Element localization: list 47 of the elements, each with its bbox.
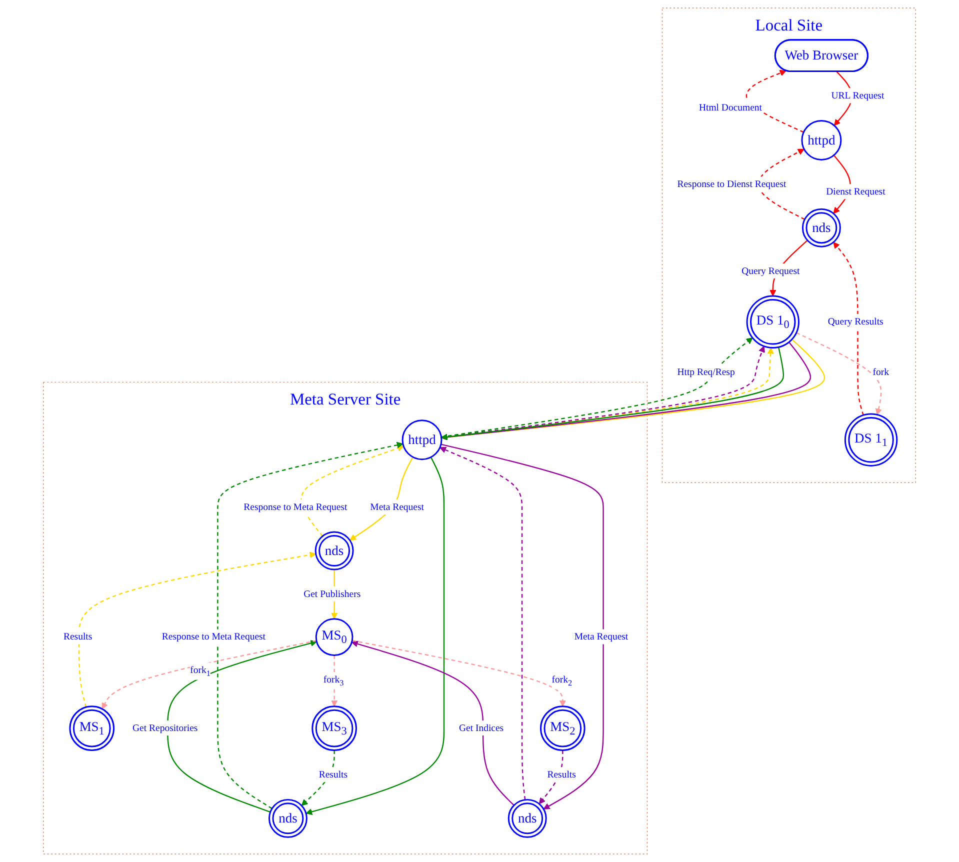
arrow <box>217 442 404 810</box>
arrow <box>167 640 318 813</box>
edge-label: fork <box>872 366 889 378</box>
edge-label: Response to Meta Request <box>162 630 266 642</box>
edge-label: Query Request <box>742 264 800 276</box>
edge-label: Http Req/Resp <box>677 366 735 378</box>
node-circle: MS$_{1}$ <box>69 706 115 751</box>
arrow <box>746 70 804 133</box>
edge-label: Get Indices <box>458 722 504 734</box>
arrow <box>300 445 404 537</box>
edge-label: Get Publishers <box>304 588 361 600</box>
edge-label: Dienst Request <box>826 186 886 197</box>
arrow <box>440 444 604 810</box>
node-circle: DS 1$_{1}$ <box>844 413 898 466</box>
edge-label: fork$_{3}$ <box>323 674 344 688</box>
edge-label: Results <box>63 630 92 642</box>
edge-label: Results <box>318 768 348 780</box>
edge-label: Results <box>547 768 576 780</box>
arrow <box>833 242 864 416</box>
arrow <box>352 640 566 707</box>
arrow <box>102 640 317 710</box>
node-circle: httpd <box>402 420 442 460</box>
arrow <box>796 332 882 416</box>
arrow <box>351 640 514 806</box>
arrow <box>440 446 526 800</box>
node-circle: nds <box>802 208 841 248</box>
node-circle: httpd <box>801 120 842 160</box>
edge-label: fork$_{1}$ <box>190 664 210 678</box>
node-circle: nds <box>508 798 547 838</box>
edge-label: Query Results <box>828 316 884 327</box>
arrow <box>331 655 338 707</box>
arrow <box>758 148 805 220</box>
edge-label: Html Document <box>698 101 762 113</box>
edge-label: Response to Dienst Request <box>677 178 786 190</box>
node-circle: nds <box>268 798 308 838</box>
node-circle: MS$_{3}$ <box>312 706 357 751</box>
edge-label: Meta Request <box>370 500 424 512</box>
edge-label: URL Request <box>831 90 884 101</box>
node-circle: MS$_{2}$ <box>540 706 586 751</box>
edge-label: fork$_{2}$ <box>552 674 572 688</box>
node-circle: MS$_{0}$ <box>315 618 354 656</box>
node-circle: DS 1$_{0}$ <box>746 295 800 348</box>
edge-label: Response to Meta Request <box>244 500 348 512</box>
edge-label: Get Repositories <box>132 722 198 734</box>
edge-label: Meta Request <box>574 630 628 642</box>
node-circle: nds <box>314 531 354 570</box>
arrow <box>78 552 316 708</box>
